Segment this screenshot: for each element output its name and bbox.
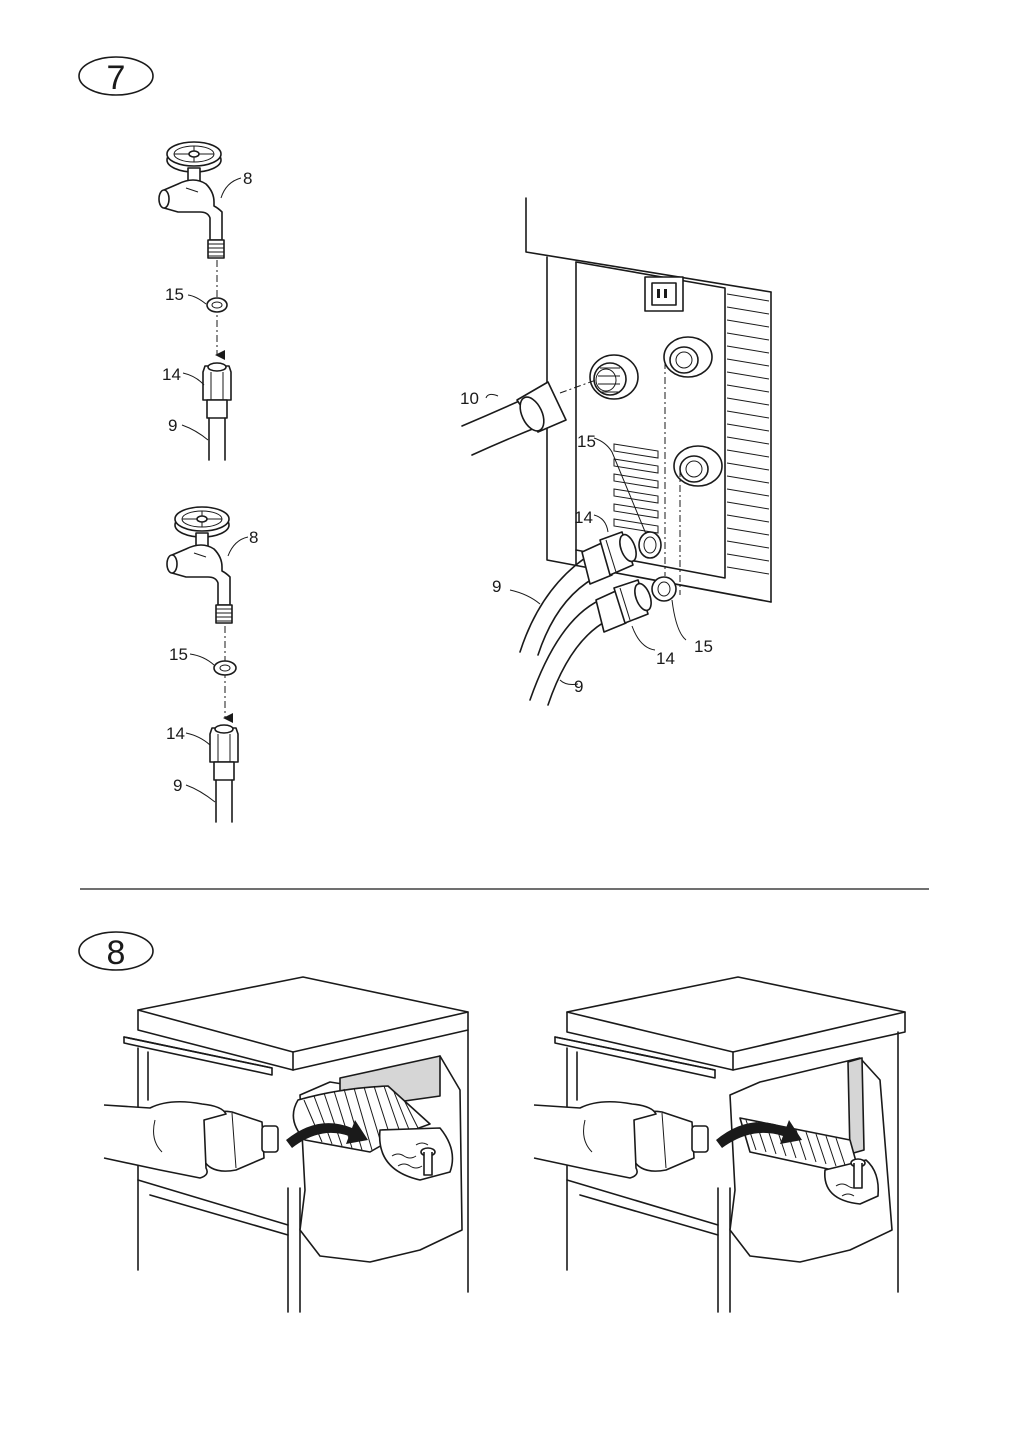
callout-washer: 15: [577, 432, 596, 451]
cabinet-right: [534, 977, 905, 1312]
power-socket-icon: [645, 277, 683, 311]
callout-nut: 14: [574, 508, 593, 527]
callout-hose: 9: [168, 416, 177, 435]
callout-nut: 14: [656, 649, 675, 668]
drain-connector: [590, 355, 638, 399]
callout-hose: 9: [574, 677, 583, 696]
hose-nut-icon: [210, 725, 238, 822]
callout-hose: 9: [492, 577, 501, 596]
washer-icon: [214, 661, 236, 675]
callout-washer: 15: [169, 645, 188, 664]
vent-grille: [727, 294, 769, 574]
callout-drain-hose: 10: [460, 389, 479, 408]
side-louvres: [614, 444, 658, 533]
tap-assembly-upper: 8 15 14 9: [159, 142, 252, 460]
bottle-icon: [630, 1111, 708, 1171]
tap-assembly-lower: 8 15 14 9: [166, 507, 258, 822]
washer-icon: [639, 532, 661, 558]
callout-nut: 14: [162, 365, 181, 384]
water-inlet-upper: [664, 337, 712, 377]
tap-icon: [167, 507, 232, 623]
hose-nut-icon: [596, 580, 654, 632]
step-7-badge: 7: [79, 57, 153, 97]
bottle-icon: [200, 1111, 278, 1171]
step-8-number: 8: [107, 934, 126, 972]
washer-icon: [652, 577, 676, 601]
callout-nut: 14: [166, 724, 185, 743]
callout-washer: 15: [694, 637, 713, 656]
callout-washer: 15: [165, 285, 184, 304]
tap-icon: [159, 142, 224, 258]
water-inlet-lower: [674, 446, 722, 486]
step-7-number: 7: [107, 59, 126, 97]
callout-hose: 9: [173, 776, 182, 795]
hose-nut-icon: [203, 363, 231, 460]
cabinet-left: [104, 977, 468, 1312]
step-8-badge: 8: [79, 932, 153, 972]
callout-tap: 8: [249, 528, 258, 547]
drain-hose: 10: [460, 382, 566, 455]
callout-tap: 8: [243, 169, 252, 188]
washer-icon: [207, 298, 227, 312]
